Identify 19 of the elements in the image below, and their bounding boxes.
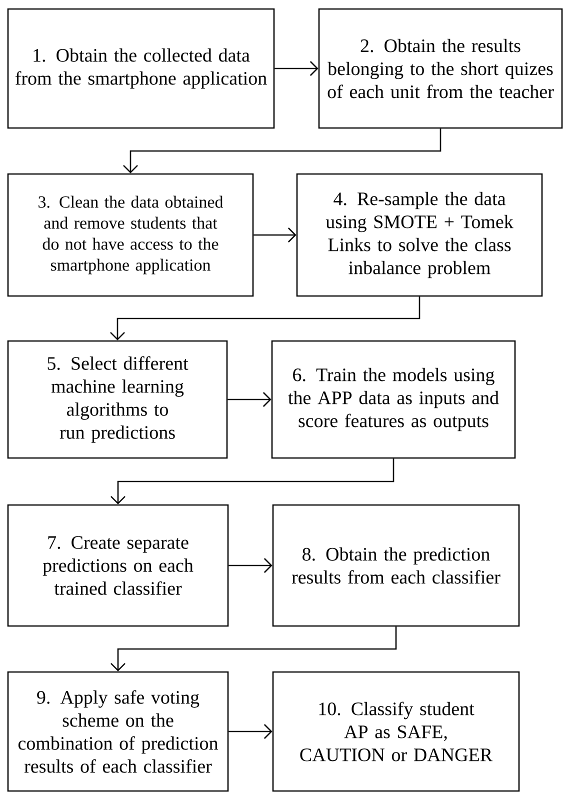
process-box: 7. Create separate predictions on each trained classifier <box>7 504 229 627</box>
arrow <box>110 626 397 672</box>
process-box: 1. Obtain the collected data from the smartphone application <box>7 8 275 129</box>
arrow <box>228 558 272 573</box>
process-box: 2. Obtain the results belonging to the short quizes of each unit from the teacher <box>318 8 563 129</box>
process-box: 5. Select different machine learning algorithms to run predictions <box>7 340 228 459</box>
arrow <box>110 458 394 504</box>
arrow <box>228 392 272 407</box>
process-box: 9. Apply safe voting scheme on the combination of prediction results of each classifier <box>7 671 229 792</box>
process-box: 4. Re-sample the data using SMOTE + Tomek Links to solve the class inbalance problem <box>296 173 543 297</box>
arrow <box>228 724 272 739</box>
process-box: 10. Classify student AP as SAFE, CAUTION or DANGER <box>272 671 520 792</box>
arrow <box>123 128 442 174</box>
arrow <box>274 61 318 76</box>
arrow <box>110 296 420 340</box>
process-box: 8. Obtain the prediction results from each classifier <box>272 504 520 627</box>
process-box: 6. Train the models using the APP data as inputs and score features as outputs <box>271 340 516 459</box>
arrow <box>254 228 296 242</box>
process-box: 3. Clean the data obtained and remove students that do not have access to the smartphone application <box>7 173 254 297</box>
